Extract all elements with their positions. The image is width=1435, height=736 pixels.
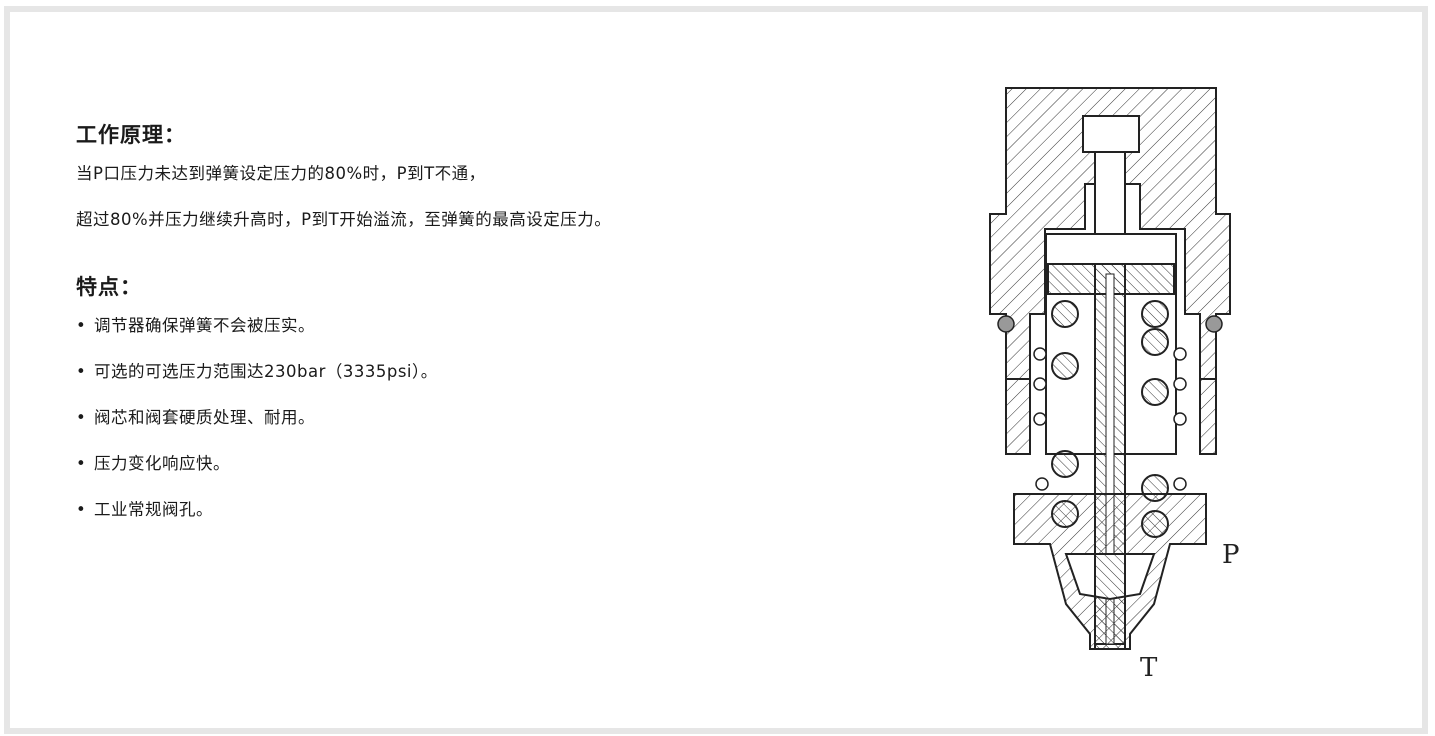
- valve-cross-section-diagram: [989, 87, 1231, 650]
- features-list: • 调节器确保弹簧不会被压实。 • 可选的可选压力范围达230bar（3335psi…: [76, 314, 836, 522]
- feature-text: 阀芯和阀套硬质处理、耐用。: [94, 408, 315, 427]
- list-item: • 可选的可选压力范围达230bar（3335psi）。: [76, 360, 836, 384]
- port-p-label: P: [1222, 540, 1240, 570]
- o-ring-right: [1205, 315, 1223, 333]
- feature-text: 可选的可选压力范围达230bar（3335psi）。: [94, 362, 438, 381]
- valve-sleeve-right: [1199, 379, 1217, 455]
- principle-heading: 工作原理：: [76, 123, 186, 147]
- bullet-icon: •: [76, 316, 87, 335]
- stem-lower: [1094, 553, 1126, 650]
- principle-line-1: 当P口压力未达到弹簧设定压力的80%时，P到T不通，: [76, 164, 486, 183]
- o-ring-left: [997, 315, 1015, 333]
- bullet-icon: •: [76, 500, 87, 519]
- list-item: • 压力变化响应快。: [76, 452, 836, 476]
- feature-text: 调节器确保弹簧不会被压实。: [94, 316, 315, 335]
- port-t-label: T: [1140, 653, 1158, 683]
- principle-line-2: 超过80%并压力继续升高时，P到T开始溢流，至弹簧的最高设定压力。: [76, 210, 612, 229]
- list-item: • 调节器确保弹簧不会被压实。: [76, 314, 836, 338]
- valve-sleeve: [1005, 379, 1031, 455]
- list-item: • 阀芯和阀套硬质处理、耐用。: [76, 406, 836, 430]
- bullet-icon: •: [76, 454, 87, 473]
- small-coils: [1033, 347, 1187, 491]
- bullet-icon: •: [76, 408, 87, 427]
- list-item: • 工业常规阀孔。: [76, 498, 836, 522]
- inner-bore: [1082, 115, 1140, 153]
- text-column: 工作原理： 当P口压力未达到弹簧设定压力的80%时，P到T不通， 超过80%并压…: [76, 120, 836, 544]
- features-heading: 特点：: [76, 275, 142, 299]
- feature-text: 压力变化响应快。: [94, 454, 230, 473]
- feature-text: 工业常规阀孔。: [94, 500, 213, 519]
- bullet-icon: •: [76, 362, 87, 381]
